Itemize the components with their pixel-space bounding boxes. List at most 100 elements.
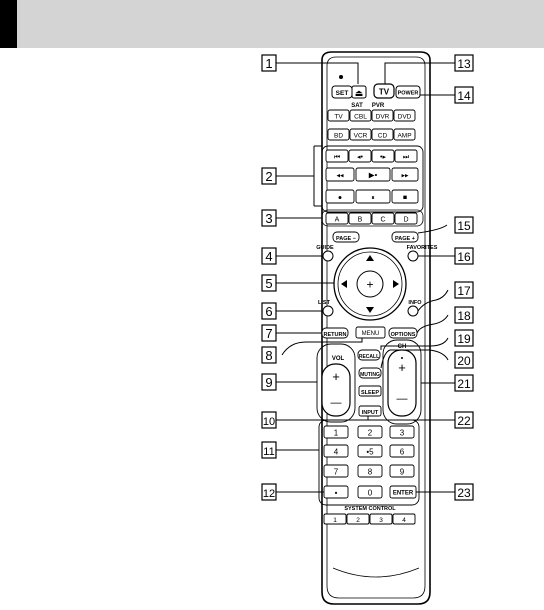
system-control-2[interactable]: 2 <box>346 513 370 525</box>
menu-button-label: MENU <box>362 331 380 337</box>
callout-19-number: 19 <box>457 332 471 346</box>
list-button[interactable] <box>322 305 334 317</box>
numpad-key-dot[interactable]: • <box>323 485 349 499</box>
leader-line-13 <box>384 62 455 84</box>
dpad-left-arrow-icon[interactable] <box>341 280 347 288</box>
vol-rocker[interactable]: + — <box>321 363 351 417</box>
tv-button-label: TV <box>379 88 390 97</box>
source-button-cbl[interactable]: CBL <box>349 109 372 122</box>
numpad-key-8[interactable]: 8 <box>357 464 383 478</box>
source-button-cd[interactable]: CD <box>371 128 394 141</box>
power-button[interactable]: POWER <box>395 85 421 99</box>
color-button-d[interactable]: D <box>394 212 418 225</box>
advance-button[interactable]: •▸ <box>371 149 395 163</box>
tv-button[interactable]: TV <box>373 83 395 99</box>
dpad-right-arrow-icon[interactable] <box>393 280 399 288</box>
favorites-button[interactable] <box>407 250 419 262</box>
dpad-down-arrow-icon[interactable] <box>366 307 374 313</box>
record-button[interactable]: ● <box>325 189 355 204</box>
numpad-key-0[interactable]: 0 <box>357 485 383 499</box>
numpad-key-5[interactable]: •5 <box>357 444 383 458</box>
pause-button[interactable]: ⏸ <box>355 189 391 204</box>
recall-button[interactable]: RECALL <box>357 349 381 361</box>
section-header-bar <box>0 0 544 48</box>
play-button[interactable]: ▶• <box>355 167 391 182</box>
source-button-vcr[interactable]: VCR <box>349 128 372 141</box>
next-button[interactable]: ⏭ <box>394 149 418 163</box>
options-button-label: OPTIONS <box>391 332 416 338</box>
callout-12: 12 <box>261 483 277 501</box>
return-button[interactable]: RETURN <box>321 327 349 339</box>
numpad-key-1[interactable]: 1 <box>323 425 349 439</box>
color-button-a[interactable]: A <box>325 212 349 225</box>
callout-15: 15 <box>454 216 474 234</box>
source-button-dvd[interactable]: DVD <box>393 109 416 122</box>
callout-4: 4 <box>261 247 277 265</box>
color-button-d-label: D <box>403 217 408 224</box>
guide-button[interactable] <box>322 250 334 262</box>
callout-22: 22 <box>454 411 474 429</box>
color-button-c[interactable]: C <box>371 212 395 225</box>
callout-6: 6 <box>261 302 277 320</box>
callout-12-number: 12 <box>263 488 275 500</box>
leader-line-2 <box>276 145 322 207</box>
color-button-row: A B C D <box>325 212 418 225</box>
system-control-4[interactable]: 4 <box>392 513 416 525</box>
input-button[interactable]: INPUT <box>358 405 382 417</box>
source-button-tv[interactable]: TV <box>327 109 350 122</box>
numpad-key-9[interactable]: 9 <box>389 464 415 478</box>
advance-icon: •▸ <box>380 154 386 161</box>
callout-17-number: 17 <box>457 284 471 298</box>
numpad-key-7[interactable]: 7 <box>323 464 349 478</box>
enter-button[interactable]: ENTER <box>389 485 417 499</box>
source-button-bd[interactable]: BD <box>327 128 350 141</box>
page-minus-label: PAGE − <box>336 236 356 242</box>
ch-rocker-frame <box>382 339 422 425</box>
menu-button[interactable]: MENU <box>355 326 386 339</box>
top-button-row: SET ⏏ TV POWER <box>331 83 421 99</box>
dpad-up-arrow-icon[interactable] <box>366 255 374 261</box>
info-button[interactable] <box>407 305 419 317</box>
numpad-key-6[interactable]: 6 <box>389 444 415 458</box>
callout-14: 14 <box>454 86 474 104</box>
system-control-1[interactable]: 1 <box>323 513 347 525</box>
replay-button[interactable]: ◂• <box>348 149 372 163</box>
numpad-key-2-label: 2 <box>368 429 373 438</box>
system-control-3[interactable]: 3 <box>369 513 393 525</box>
leader-line-10 <box>276 416 369 421</box>
numpad-frame <box>318 419 420 506</box>
callout-10-number: 10 <box>263 416 275 428</box>
numpad-key-4[interactable]: 4 <box>323 444 349 458</box>
leader-line-17 <box>417 289 449 312</box>
options-button[interactable]: OPTIONS <box>388 327 418 339</box>
sleep-button[interactable]: SLEEP <box>358 385 382 397</box>
numpad-key-2[interactable]: 2 <box>357 425 383 439</box>
callout-2: 2 <box>261 167 277 185</box>
stop-icon: ■ <box>403 195 407 202</box>
dpad-center-button[interactable]: + <box>356 270 384 298</box>
source-button-amp[interactable]: AMP <box>393 128 416 141</box>
leader-line-18 <box>416 314 449 334</box>
callout-8-number: 8 <box>265 348 272 363</box>
source-button-dvr[interactable]: DVR <box>371 109 394 122</box>
prev-button[interactable]: ⏮ <box>325 149 349 163</box>
ch-rocker[interactable]: + — <box>387 349 417 417</box>
callout-22-number: 22 <box>457 414 471 428</box>
page-minus-button[interactable]: PAGE − <box>332 231 360 243</box>
power-button-label: POWER <box>398 91 419 97</box>
fast-forward-button[interactable]: ▸▸ <box>391 167 419 182</box>
eject-icon: ⏏ <box>355 88 364 98</box>
sleep-button-label: SLEEP <box>361 390 379 396</box>
stop-button[interactable]: ■ <box>391 189 419 204</box>
numpad-key-3[interactable]: 3 <box>389 425 415 439</box>
rewind-button[interactable]: ◂◂ <box>325 167 355 182</box>
set-button[interactable]: SET <box>331 85 353 99</box>
eject-button[interactable]: ⏏ <box>351 85 367 99</box>
callout-9: 9 <box>261 373 277 391</box>
numpad-key-3-label: 3 <box>400 429 405 438</box>
source-row-2: BD VCR CD AMP <box>327 128 416 141</box>
page-plus-button[interactable]: PAGE + <box>391 231 419 243</box>
color-button-b[interactable]: B <box>348 212 372 225</box>
muting-button[interactable]: MUTING <box>358 367 382 379</box>
numpad-key-1-label: 1 <box>334 429 339 438</box>
